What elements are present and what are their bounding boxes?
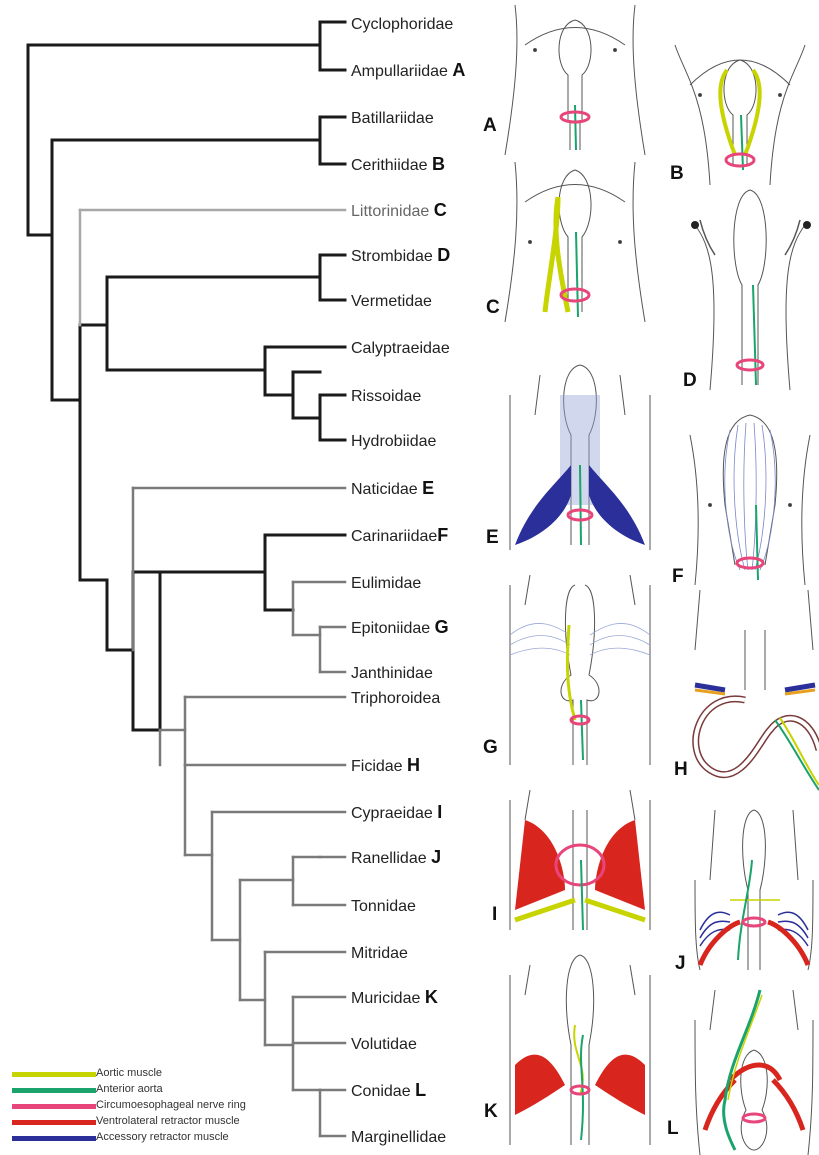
panel-label: G <box>483 737 498 759</box>
taxon-label: Triphoroidea <box>351 688 440 708</box>
panel-g-illustration <box>505 575 655 765</box>
panel-b-illustration <box>665 5 815 185</box>
legend-swatch <box>12 1104 96 1109</box>
panel-h-illustration <box>690 590 819 800</box>
taxon-label: Hydrobiidae <box>351 431 436 451</box>
taxon-label: Epitoniidae G <box>351 618 449 638</box>
taxon-label: Ranellidae J <box>351 848 441 868</box>
taxon-label: Volutidae <box>351 1034 417 1054</box>
taxon-label: Batillariidae <box>351 108 434 128</box>
panel-label: C <box>486 297 500 319</box>
taxon-label: Muricidae K <box>351 988 438 1008</box>
legend-label: Circumoesophageal nerve ring <box>96 1098 246 1112</box>
panel-label: F <box>672 566 684 588</box>
taxon-label: Vermetidae <box>351 291 432 311</box>
panel-j-illustration <box>690 800 819 970</box>
legend-label: Ventrolateral retractor muscle <box>96 1114 240 1128</box>
taxon-label: Marginellidae <box>351 1127 446 1147</box>
panel-a-illustration <box>500 5 650 155</box>
taxon-label: CarinariidaeF <box>351 526 448 546</box>
panel-d-illustration <box>680 185 819 390</box>
panel-label: I <box>492 904 497 926</box>
taxon-label: Tonnidae <box>351 896 416 916</box>
taxon-label: Ficidae H <box>351 756 420 776</box>
taxon-label: Cypraeidae I <box>351 803 442 823</box>
legend: Aortic muscle Anterior aorta Circumoesop… <box>12 1066 312 1146</box>
legend-swatch <box>12 1120 96 1125</box>
taxon-label: Conidae L <box>351 1081 426 1101</box>
panel-label: J <box>675 953 686 975</box>
panel-label: D <box>683 370 697 392</box>
taxon-label: Naticidae E <box>351 479 434 499</box>
taxon-label: Strombidae D <box>351 246 450 266</box>
taxon-label: Cerithiidae B <box>351 155 445 175</box>
panel-label: A <box>483 115 497 137</box>
panel-e-illustration <box>505 355 655 550</box>
taxon-label: Mitridae <box>351 943 408 963</box>
legend-label: Anterior aorta <box>96 1082 163 1096</box>
legend-swatch <box>12 1072 96 1077</box>
taxon-label: Rissoidae <box>351 386 421 406</box>
panel-k-illustration <box>505 945 655 1145</box>
taxon-label: Ampullariidae A <box>351 61 465 81</box>
panel-label: K <box>484 1101 498 1123</box>
taxon-label: Eulimidae <box>351 573 421 593</box>
panel-label: L <box>667 1118 679 1140</box>
taxon-label: Janthinidae <box>351 663 433 683</box>
taxon-label: Cyclophoridae <box>351 14 453 34</box>
taxon-label: Littorinidae C <box>351 201 447 221</box>
panel-l-illustration <box>690 970 819 1155</box>
panel-f-illustration <box>680 395 819 585</box>
taxon-label: Calyptraeidae <box>351 338 450 358</box>
panel-label: B <box>670 163 684 185</box>
legend-label: Aortic muscle <box>96 1066 162 1080</box>
legend-swatch <box>12 1136 96 1141</box>
panel-label: H <box>674 759 688 781</box>
legend-label: Accessory retractor muscle <box>96 1130 229 1144</box>
panel-i-illustration <box>505 790 655 930</box>
panel-c-illustration <box>500 162 650 322</box>
panel-label: E <box>486 527 499 549</box>
legend-swatch <box>12 1088 96 1093</box>
